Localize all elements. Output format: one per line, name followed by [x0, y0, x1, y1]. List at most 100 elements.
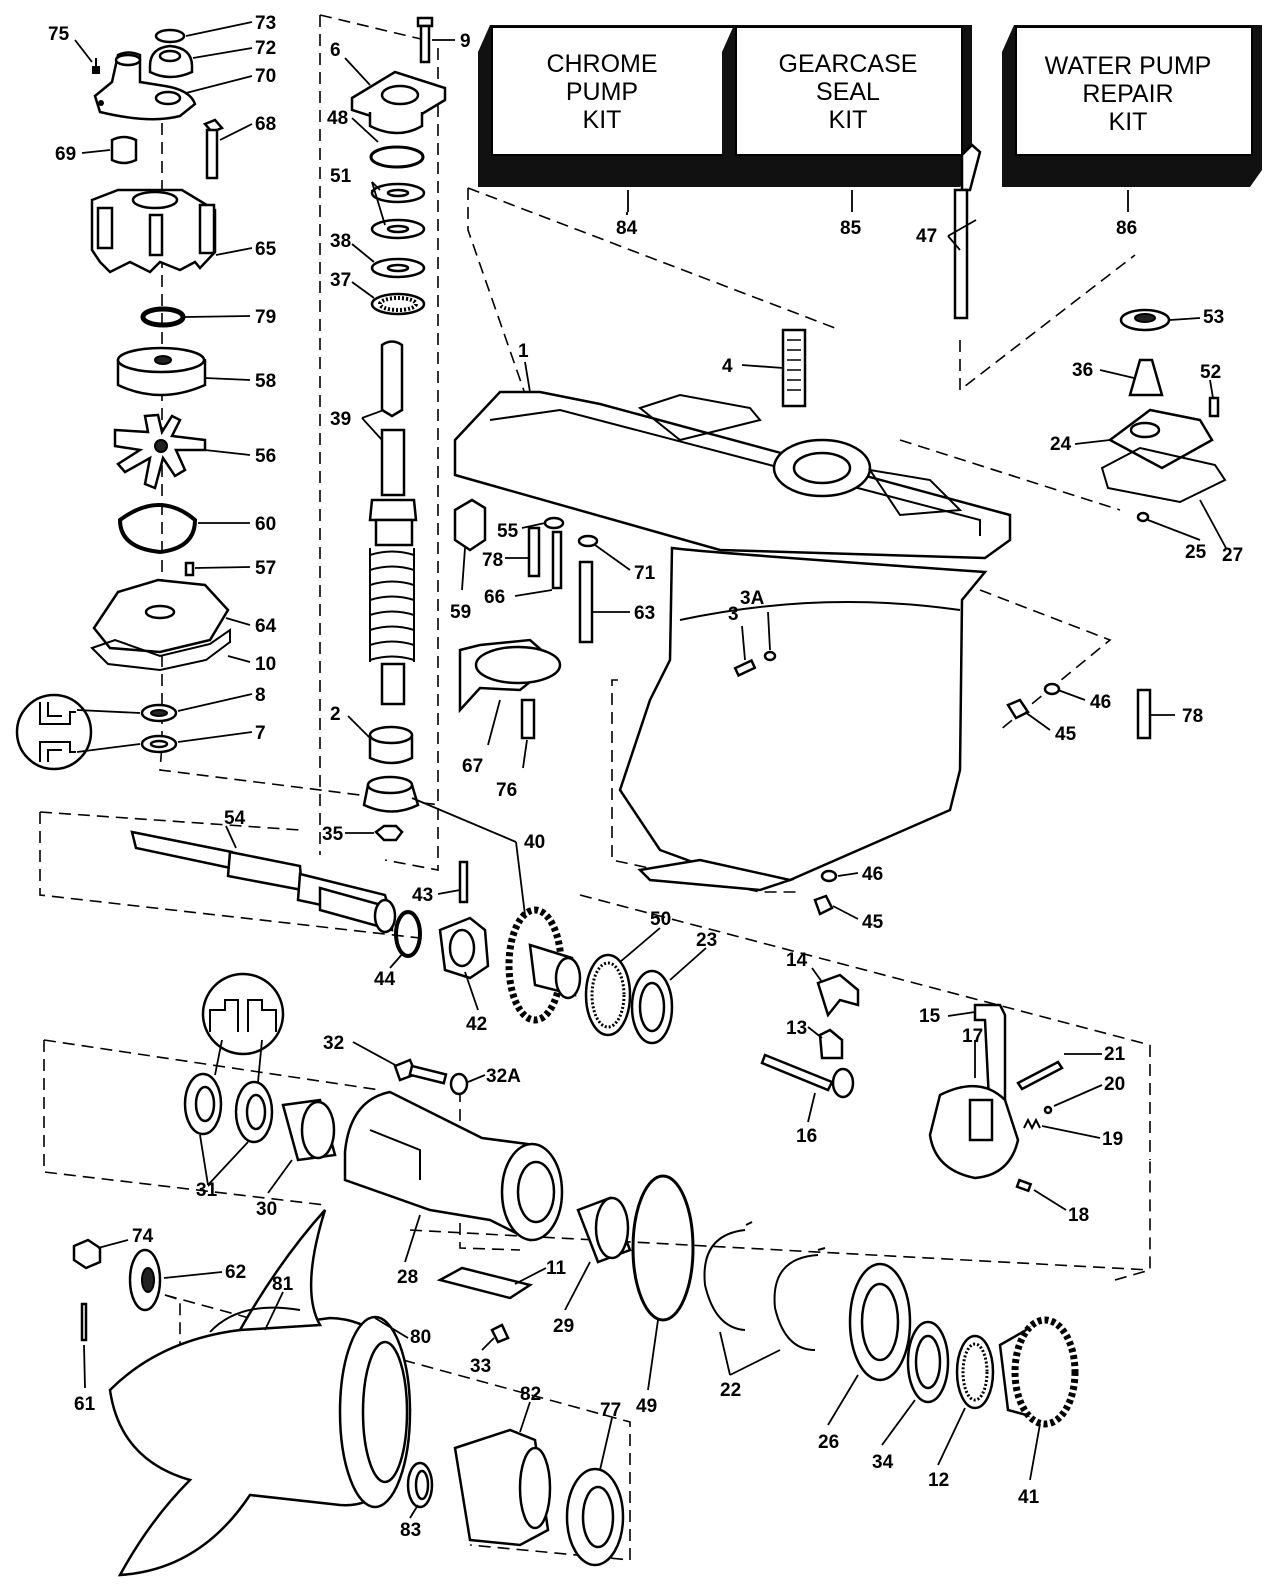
water-pump-stack: [15, 28, 231, 771]
part-label-80: 80: [410, 1327, 431, 1348]
part-label-40: 40: [524, 832, 545, 853]
part-label-85: 85: [840, 218, 862, 239]
part-label-69: 69: [55, 144, 76, 165]
kit-line-1: WATER PUMP: [1045, 52, 1212, 80]
part-label-75: 75: [48, 24, 70, 45]
part-label-62: 62: [225, 1262, 246, 1283]
part-label-29: 29: [553, 1316, 574, 1337]
part-label-68: 68: [255, 114, 276, 135]
part-label-51: 51: [330, 166, 352, 187]
part-label-43: 43: [412, 885, 433, 906]
part-label-45: 45: [1055, 724, 1077, 745]
part-label-53: 53: [1203, 307, 1224, 328]
propshaft-row: [130, 830, 674, 1045]
part-label-59: 59: [450, 602, 471, 623]
part-label-48: 48: [327, 108, 348, 129]
part-label-3: 3: [728, 604, 739, 625]
part-label-57: 57: [255, 558, 276, 579]
kit-line-2: SEAL: [816, 78, 880, 106]
part-label-49: 49: [636, 1396, 657, 1417]
part-label-78: 78: [1182, 706, 1203, 727]
part-label-33: 33: [470, 1356, 491, 1377]
part-label-6: 6: [330, 40, 341, 61]
kit-line-1: CHROME: [546, 50, 657, 78]
part-label-84: 84: [616, 218, 638, 239]
kit-box-chrome-pump: CHROME PUMP KIT: [478, 25, 742, 187]
part-label-11: 11: [546, 1258, 567, 1279]
part-label-15: 15: [919, 1006, 941, 1027]
kit-line-3: KIT: [1109, 108, 1148, 136]
part-label-39: 39: [330, 409, 351, 430]
part-labels: 75 73 72 70 69 68 65 79 58 56 60 57 64 1…: [48, 13, 1243, 1541]
part-label-54: 54: [224, 808, 246, 829]
part-label-71: 71: [634, 563, 656, 584]
part-label-13: 13: [786, 1018, 807, 1039]
part-label-8: 8: [255, 685, 266, 706]
part-label-10: 10: [255, 654, 276, 675]
part-label-79: 79: [255, 307, 276, 328]
part-label-30: 30: [256, 1199, 277, 1220]
part-label-32A: 32A: [486, 1066, 521, 1087]
part-label-41: 41: [1018, 1487, 1040, 1508]
part-label-2: 2: [330, 704, 341, 725]
part-label-18: 18: [1068, 1205, 1089, 1226]
part-label-9: 9: [460, 31, 471, 52]
part-label-83: 83: [400, 1520, 421, 1541]
part-label-73: 73: [255, 13, 276, 34]
shift-mechanism: [760, 973, 1064, 1193]
kit-box-water-pump-repair: WATER PUMP REPAIR KIT: [1002, 25, 1262, 187]
driveshaft-stack: [350, 16, 447, 842]
propeller-assembly: [72, 1209, 625, 1577]
part-label-4: 4: [722, 356, 733, 377]
part-label-46: 46: [862, 864, 883, 885]
kit-line-3: KIT: [829, 106, 868, 134]
part-label-81: 81: [272, 1274, 294, 1295]
part-label-65: 65: [255, 239, 277, 260]
part-label-82: 82: [520, 1384, 541, 1405]
part-label-45: 45: [862, 912, 884, 933]
part-label-28: 28: [397, 1267, 418, 1288]
part-label-63: 63: [634, 603, 655, 624]
part-label-7: 7: [255, 723, 266, 744]
part-label-23: 23: [696, 930, 717, 951]
part-label-58: 58: [255, 371, 276, 392]
kit-line-3: KIT: [583, 106, 622, 134]
part-label-38: 38: [330, 231, 351, 252]
kit-line-1: GEARCASE: [779, 50, 918, 78]
part-label-25: 25: [1185, 542, 1207, 563]
part-label-20: 20: [1104, 1074, 1125, 1095]
part-label-72: 72: [255, 38, 276, 59]
part-label-3A: 3A: [740, 588, 765, 609]
kit-line-2: REPAIR: [1082, 80, 1173, 108]
part-label-50: 50: [650, 909, 671, 930]
part-label-78: 78: [482, 550, 503, 571]
part-label-64: 64: [255, 616, 277, 637]
kit-line-2: PUMP: [566, 78, 638, 106]
part-label-22: 22: [720, 1380, 741, 1401]
shift-rod-assembly: [953, 143, 1227, 523]
part-label-37: 37: [330, 270, 351, 291]
part-label-55: 55: [497, 521, 519, 542]
part-label-46: 46: [1090, 692, 1111, 713]
part-label-76: 76: [496, 780, 517, 801]
part-label-47: 47: [916, 226, 937, 247]
part-label-61: 61: [74, 1394, 96, 1415]
gearcase-housing: [453, 328, 1152, 916]
part-label-77: 77: [600, 1400, 621, 1421]
part-label-24: 24: [1050, 434, 1072, 455]
part-label-14: 14: [786, 950, 808, 971]
part-label-34: 34: [872, 1452, 894, 1473]
part-label-52: 52: [1200, 362, 1221, 383]
part-label-70: 70: [255, 66, 276, 87]
kit-box-gearcase-seal: GEARCASE SEAL KIT: [722, 25, 972, 187]
part-label-27: 27: [1222, 545, 1243, 566]
part-label-66: 66: [484, 587, 505, 608]
part-label-19: 19: [1102, 1129, 1123, 1150]
part-label-44: 44: [374, 969, 396, 990]
part-label-67: 67: [462, 756, 483, 777]
part-label-31: 31: [196, 1180, 218, 1201]
part-label-17: 17: [962, 1026, 983, 1047]
part-label-21: 21: [1104, 1044, 1126, 1065]
part-label-56: 56: [255, 446, 276, 467]
